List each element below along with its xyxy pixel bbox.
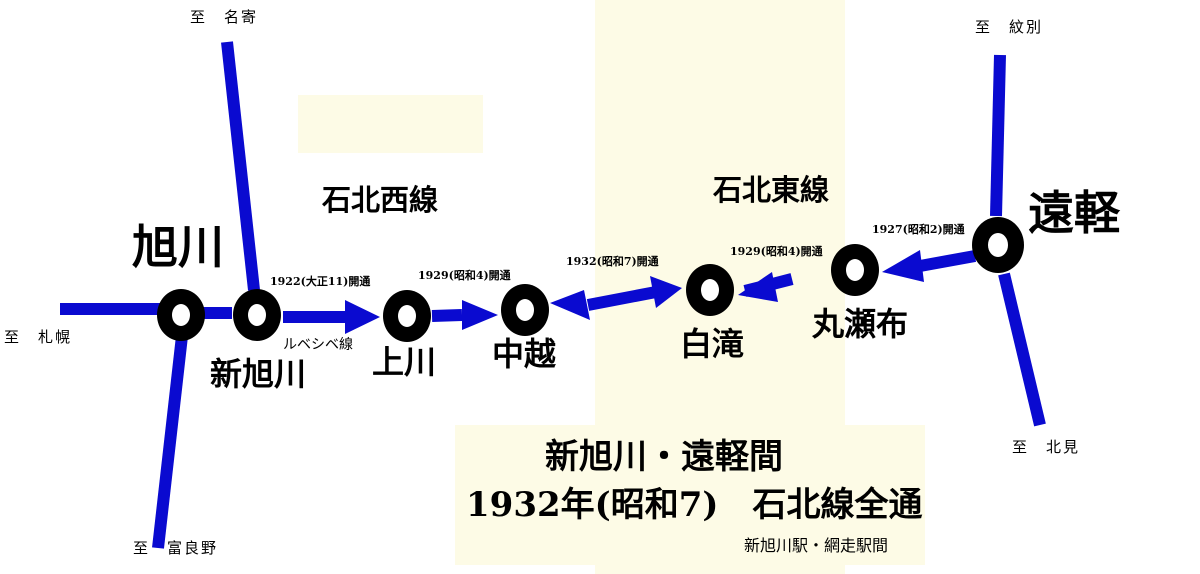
track-to-furano: [152, 335, 188, 549]
station-name-asahikawa: 旭川: [132, 220, 224, 274]
track-maruseppu-engaru: [918, 250, 977, 272]
line-name-rubeshibe: ルベシベ線: [283, 337, 353, 353]
opening-date-shinasahikawa-kamikawa: 1922(大正11)開通: [270, 275, 371, 288]
summary-note: 新旭川駅・網走駅間: [744, 536, 889, 555]
opening-date-maruseppu-engaru: 1927(昭和2)開通: [872, 223, 965, 236]
station-name-engaru: 遠軽: [1028, 186, 1120, 240]
track-to-kitami: [998, 272, 1046, 427]
track-kamikawa-nakakoshi: [431, 309, 463, 322]
opening-date-kamikawa-nakakoshi: 1929(昭和4)開通: [418, 269, 511, 282]
station-marker-asahikawa: [157, 289, 205, 341]
opening-date-nakakoshi-shirataki: 1932(昭和7)開通: [566, 255, 659, 268]
dest-label-kitami: 至 北見: [1012, 438, 1081, 456]
bg-patch-summary: [455, 425, 925, 565]
dest-label-furano: 至 富良野: [133, 539, 219, 557]
bg-patch-west: [298, 95, 483, 153]
station-marker-maruseppu: [831, 244, 879, 296]
track-to-monbetsu: [990, 54, 1006, 217]
station-name-maruseppu: 丸瀬布: [812, 305, 909, 343]
station-name-nakakoshi: 中越: [492, 335, 557, 373]
summary-section-label: 新旭川・遠軽間: [545, 437, 783, 477]
arrowhead-to-maruseppu: [882, 250, 924, 282]
arrowhead-to-shirataki: [650, 276, 682, 308]
arrowhead-to-shirataki-west: [738, 272, 778, 302]
arrowhead-to-nakakoshi: [462, 300, 498, 330]
background-patches: [298, 0, 925, 574]
dest-label-monbetsu: 至 紋別: [975, 18, 1044, 36]
arrow-heads: [345, 250, 924, 334]
station-marker-shirataki: [686, 264, 734, 316]
station-marker-kamikawa: [383, 290, 431, 342]
station-name-shirataki: 白滝: [680, 325, 745, 363]
summary-full-opening: 1932年(昭和7) 石北線全通: [466, 485, 923, 525]
line-name-east: 石北東線: [713, 173, 830, 207]
station-name-kamikawa: 上川: [372, 343, 437, 381]
station-marker-shin-asahikawa: [233, 289, 281, 341]
line-name-west: 石北西線: [322, 183, 439, 217]
station-marker-nakakoshi: [501, 284, 549, 336]
station-markers: [157, 217, 1024, 342]
track-to-nayoro: [221, 41, 260, 291]
dest-label-sapporo: 至 札幌: [4, 328, 73, 346]
station-name-shin-asahikawa: 新旭川: [210, 355, 307, 393]
station-marker-engaru: [972, 217, 1024, 273]
arrowhead-to-nakakoshi-west: [550, 290, 590, 320]
dest-label-nayoro: 至 名寄: [190, 8, 259, 26]
track-nakakoshi-shirataki: [586, 286, 658, 311]
arrowhead-to-kamikawa: [345, 300, 380, 334]
opening-date-shirataki-maruseppu: 1929(昭和4)開通: [730, 245, 823, 258]
